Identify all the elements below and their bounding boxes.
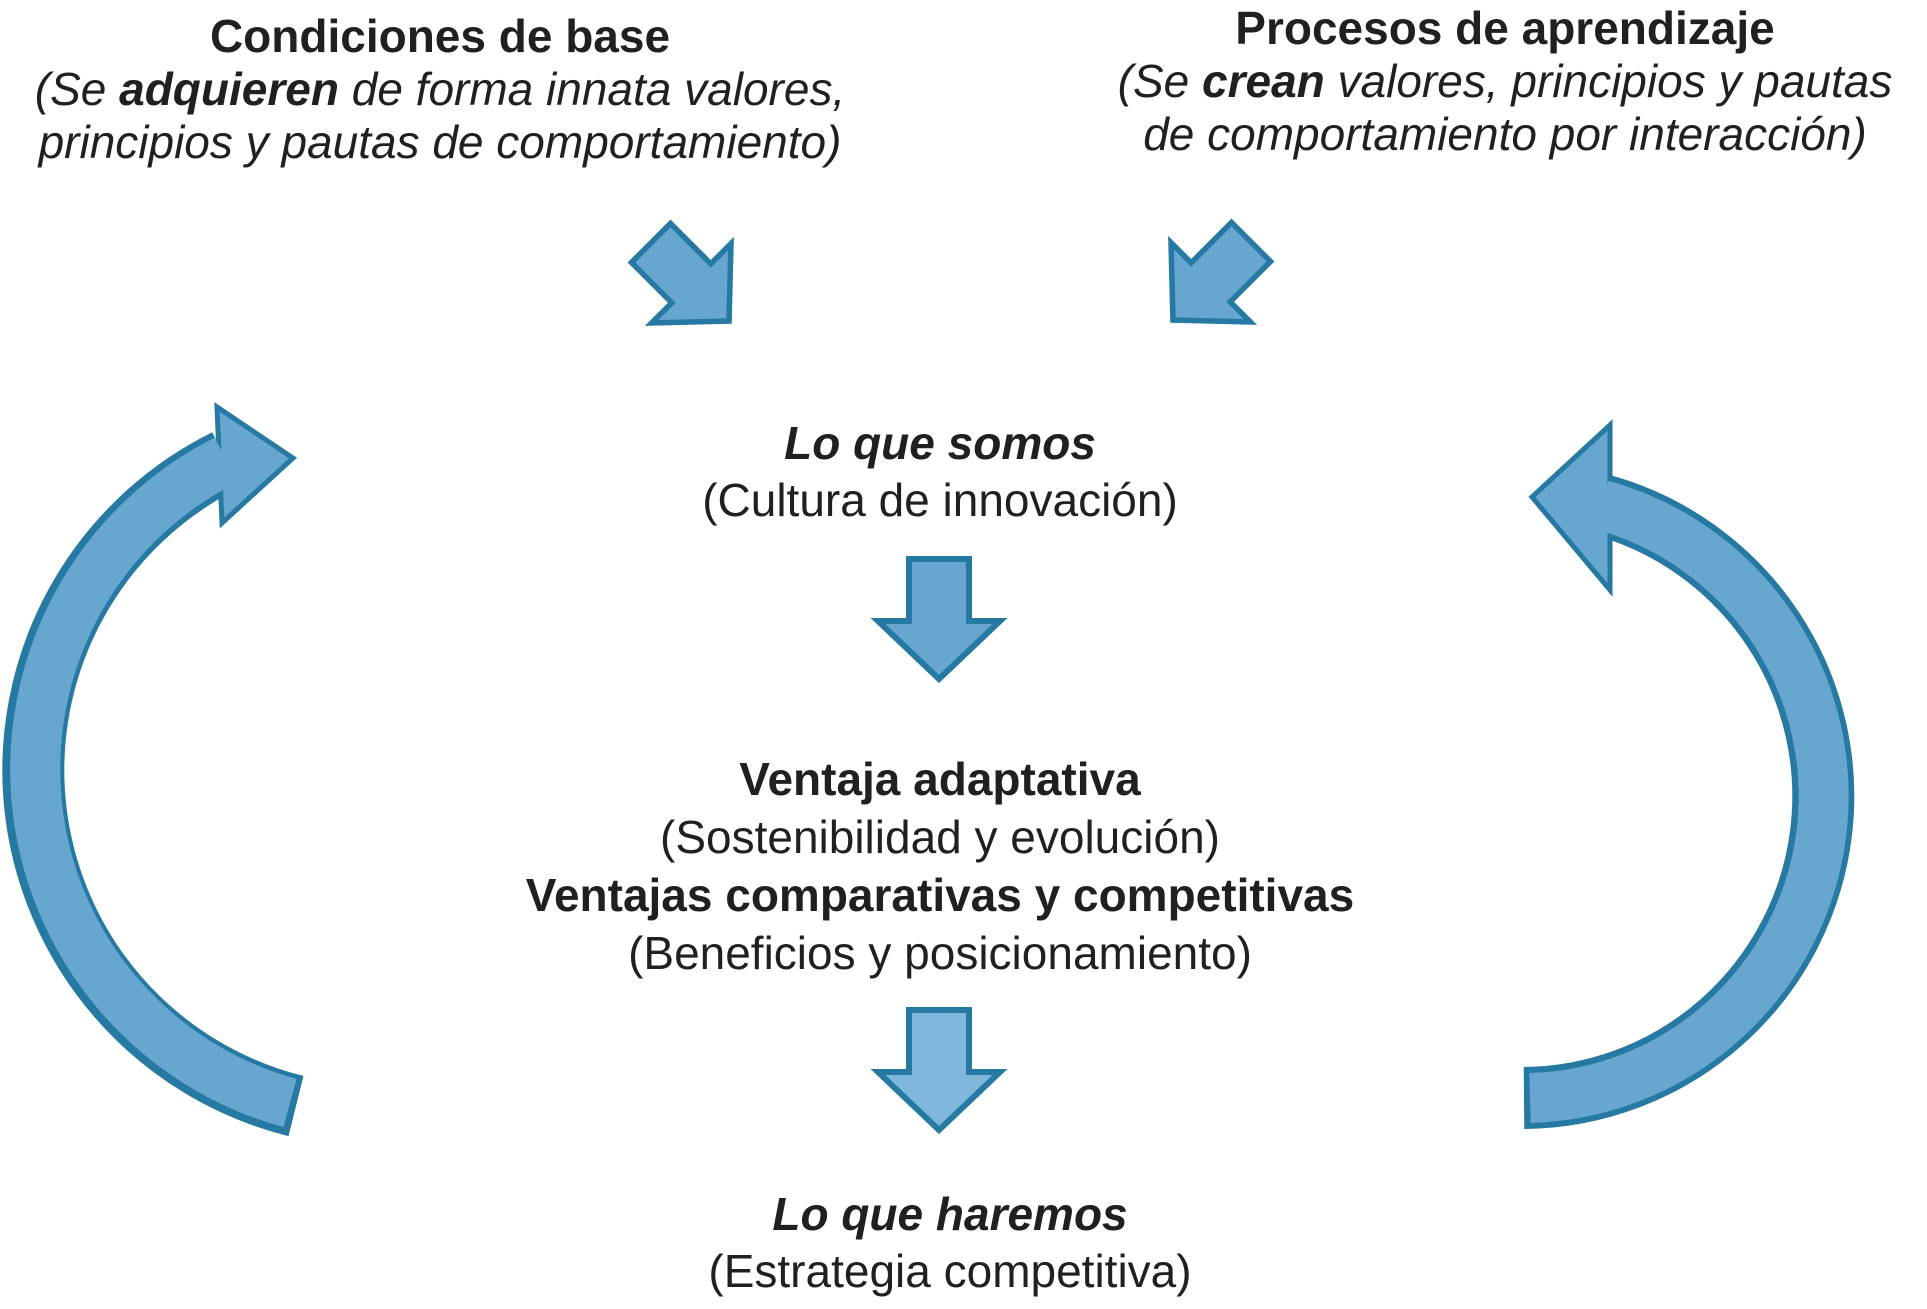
ventaja-line1: Ventaja adaptativa <box>739 753 1141 805</box>
diagonal-arrow-down-right-icon <box>627 219 734 326</box>
haremos-title: Lo que haremos <box>772 1188 1128 1240</box>
lo-que-haremos-block: Lo que haremos (Estrategia competitiva) <box>300 1186 1600 1300</box>
ventaja-adaptativa-block: Ventaja adaptativa (Sostenibilidad y evo… <box>390 750 1490 982</box>
ventaja-line4: (Beneficios y posicionamiento) <box>628 927 1252 979</box>
procesos-line1: (Se crean valores, principios y pautas <box>1117 55 1893 107</box>
condiciones-line2: principios y pautas de comportamiento) <box>38 116 842 168</box>
procesos-de-aprendizaje-block: Procesos de aprendizaje (Se crean valore… <box>1075 2 1927 161</box>
curved-cycle-arrow-right-icon <box>1523 419 1855 1129</box>
haremos-subtitle: (Estrategia competitiva) <box>708 1245 1192 1297</box>
condiciones-de-base-block: Condiciones de base (Se adquieren de for… <box>0 10 880 169</box>
diagonal-arrow-down-left-icon <box>1168 218 1275 325</box>
ventaja-line3: Ventajas comparativas y competitivas <box>525 869 1355 921</box>
procesos-title: Procesos de aprendizaje <box>1235 2 1775 54</box>
somos-title: Lo que somos <box>784 417 1096 469</box>
down-arrow-somos-to-ventaja-icon <box>870 556 1008 684</box>
condiciones-line1: (Se adquieren de forma innata valores, <box>34 63 846 115</box>
condiciones-title: Condiciones de base <box>209 10 671 62</box>
procesos-line2: de comportamiento por interacción) <box>1143 108 1867 160</box>
somos-subtitle: (Cultura de innovación) <box>702 474 1178 526</box>
down-arrow-ventaja-to-haremos-icon <box>870 1007 1008 1135</box>
lo-que-somos-block: Lo que somos (Cultura de innovación) <box>440 415 1440 529</box>
ventaja-line2: (Sostenibilidad y evolución) <box>660 811 1220 863</box>
curved-cycle-arrow-left-icon <box>2 402 304 1137</box>
